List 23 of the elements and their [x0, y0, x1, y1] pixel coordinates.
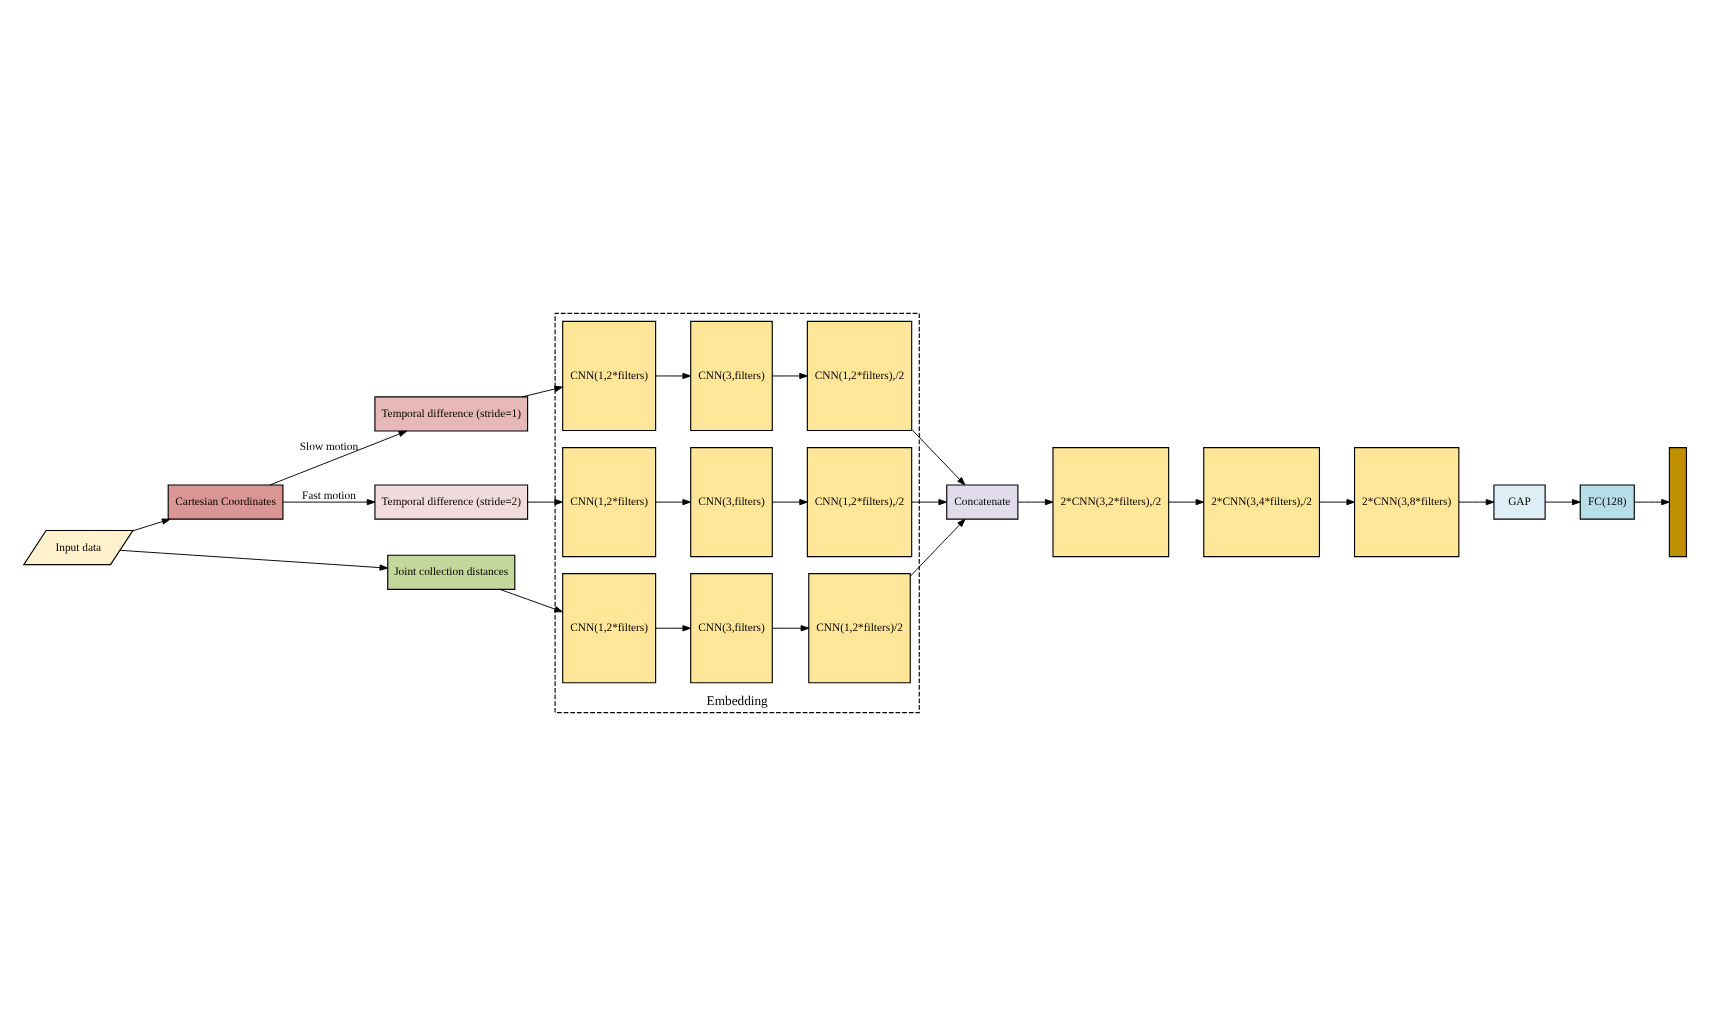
arrow [1544, 497, 1581, 505]
arrow [1319, 497, 1355, 505]
arrow [771, 371, 808, 379]
arrow [132, 517, 171, 531]
arrow [1168, 497, 1205, 505]
node-bar [1668, 446, 1687, 557]
arrow [655, 497, 691, 505]
arrow [655, 371, 691, 379]
arrow [909, 517, 966, 576]
arrow [911, 497, 947, 505]
arrow [282, 497, 376, 505]
arrow [527, 497, 563, 505]
arrow [771, 624, 810, 631]
arrow [655, 624, 691, 631]
arrow [522, 384, 563, 397]
arrow [499, 587, 563, 612]
arrow [911, 427, 966, 485]
arrow [1634, 497, 1670, 505]
arrow [1458, 497, 1495, 505]
arrow [1017, 497, 1054, 505]
arrow [771, 497, 808, 505]
arrow [119, 548, 389, 570]
arrow [269, 429, 408, 485]
